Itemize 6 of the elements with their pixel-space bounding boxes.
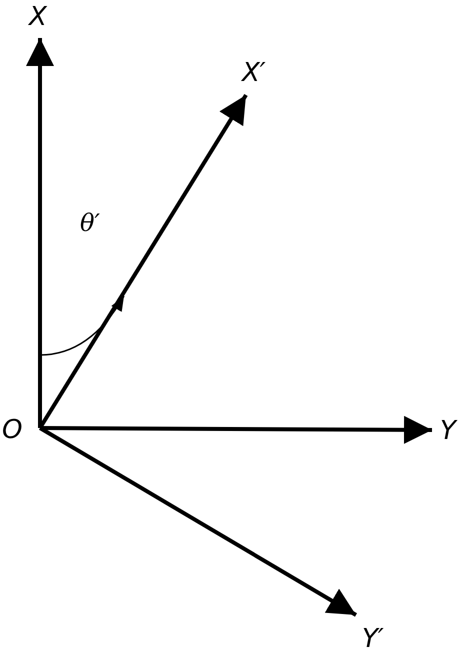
origin-label: O <box>2 415 22 445</box>
axis-label: X′ <box>242 58 266 88</box>
angle-label: θ′ <box>80 208 100 238</box>
axis-label: Y <box>440 416 456 446</box>
axis-label: Y′ <box>362 624 384 654</box>
axis-label: X <box>29 2 47 32</box>
